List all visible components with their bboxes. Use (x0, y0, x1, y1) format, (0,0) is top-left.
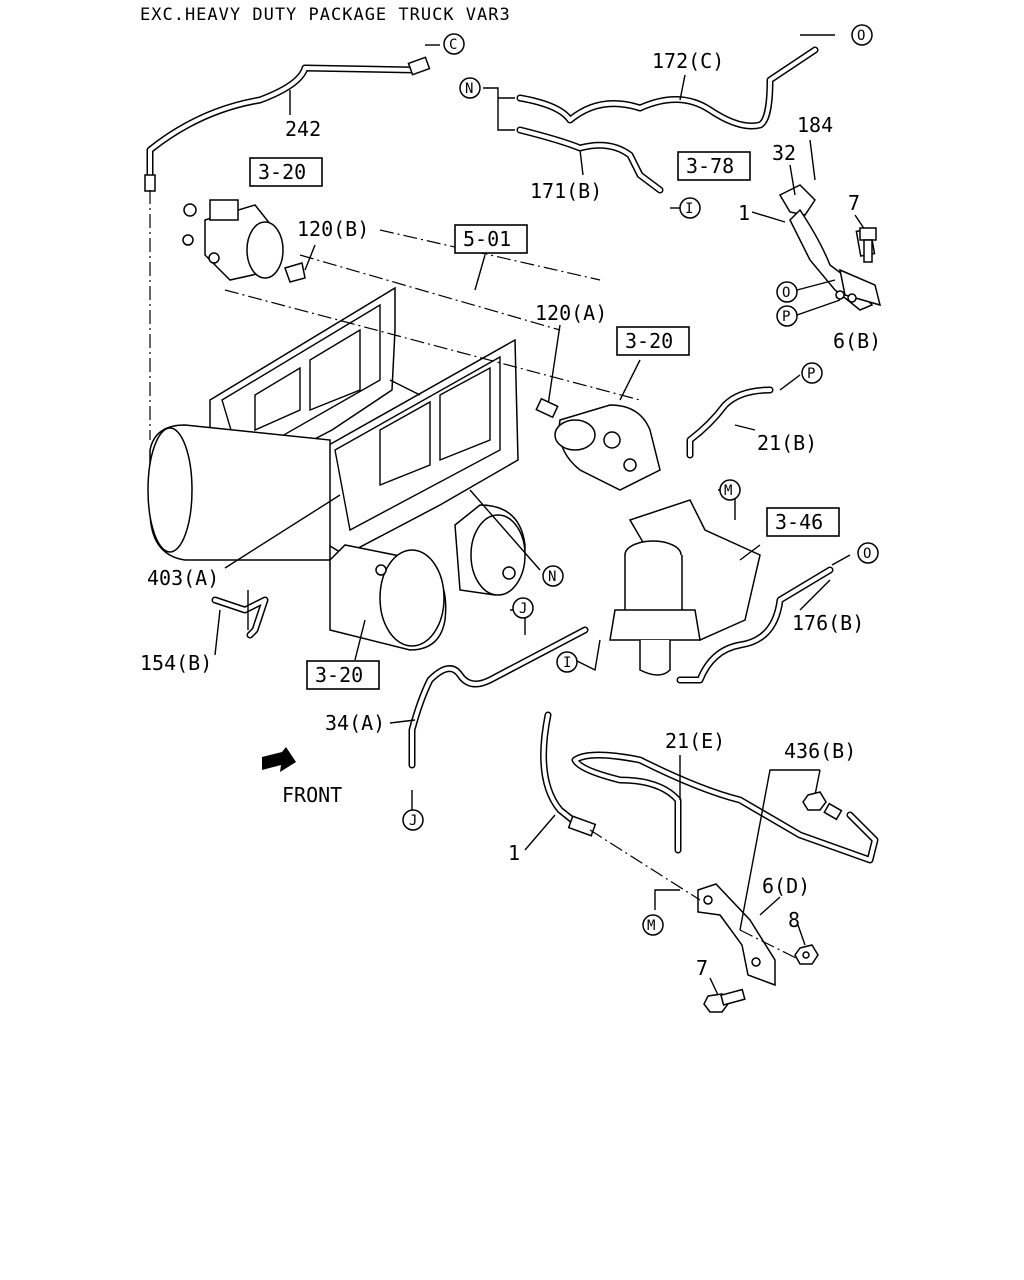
connector-p-mid: P (801, 362, 823, 384)
air-tank-center (329, 544, 447, 651)
air-tank-front (454, 504, 526, 596)
tube-21e (571, 751, 879, 864)
connector-c: C (443, 33, 465, 55)
callout-7-bottom: 7 (696, 956, 708, 980)
svg-text:O: O (782, 285, 790, 301)
connector-i-mid: I (556, 651, 578, 673)
svg-text:O: O (863, 546, 871, 562)
callout-120b: 120(B) (297, 217, 369, 241)
tube-176b (676, 566, 834, 684)
callout-21e: 21(E) (665, 729, 725, 753)
ref-box-5-01: 5-01 (454, 224, 528, 254)
callout-1-bottom: 1 (508, 841, 520, 865)
front-arrow-icon (262, 747, 296, 772)
callout-6b: 6(B) (833, 329, 881, 353)
air-tank-rear (147, 424, 331, 561)
valve-assembly-mid (554, 404, 661, 491)
svg-text:3-46: 3-46 (775, 510, 823, 534)
svg-text:3-20: 3-20 (315, 663, 363, 687)
callout-154b: 154(B) (140, 651, 212, 675)
ref-box-3-78: 3-78 (677, 151, 751, 181)
tube-171b (516, 126, 664, 194)
callout-171b: 171(B) (530, 179, 602, 203)
diagram-title: EXC.HEAVY DUTY PACKAGE TRUCK VAR3 (140, 5, 511, 25)
svg-text:M: M (724, 483, 732, 499)
callout-8: 8 (788, 908, 800, 932)
connector-p-top: P (776, 305, 798, 327)
svg-text:J: J (409, 813, 417, 829)
tube-21b (686, 386, 774, 459)
callout-242: 242 (285, 117, 321, 141)
tube-154b (211, 596, 269, 639)
nut-8 (794, 944, 819, 965)
callout-32: 32 (772, 141, 796, 165)
connector-m-bottom: M (642, 914, 664, 936)
svg-text:I: I (563, 655, 571, 671)
fitting-120a (535, 397, 559, 419)
connector-j-bottom: J (402, 809, 424, 831)
callout-403a: 403(A) (147, 566, 219, 590)
ref-box-3-20-top: 3-20 (249, 157, 323, 187)
bracket-6d (697, 883, 776, 987)
hose-1-bottom (540, 711, 597, 837)
ref-box-3-20-bottom: 3-20 (306, 660, 380, 690)
svg-text:5-01: 5-01 (463, 227, 511, 251)
connector-o-top: O (851, 24, 873, 46)
svg-text:N: N (548, 569, 556, 585)
svg-text:M: M (647, 918, 655, 934)
svg-text:3-20: 3-20 (625, 329, 673, 353)
svg-text:J: J (519, 601, 527, 617)
callout-120a: 120(A) (535, 301, 607, 325)
callout-176b: 176(B) (792, 611, 864, 635)
callout-34a: 34(A) (325, 711, 385, 735)
solenoid-valve-top (182, 199, 284, 281)
connector-n-top: N (459, 77, 481, 99)
ref-box-3-46: 3-46 (766, 507, 840, 537)
connector-n-mid: N (542, 565, 564, 587)
svg-text:O: O (857, 28, 865, 44)
svg-text:N: N (465, 81, 473, 97)
tube-242 (144, 56, 431, 192)
svg-text:3-20: 3-20 (258, 160, 306, 184)
ref-box-3-20-mid: 3-20 (616, 326, 690, 356)
front-label: FRONT (282, 783, 342, 807)
air-dryer (609, 499, 761, 676)
connector-i-top: I (679, 197, 701, 219)
svg-text:P: P (807, 366, 815, 382)
tube-34a (408, 626, 589, 769)
connector-j-mid: J (512, 597, 534, 619)
callout-436b: 436(B) (784, 739, 856, 763)
callout-184: 184 (797, 113, 833, 137)
nut-436b (802, 791, 843, 821)
tube-172c (516, 46, 819, 130)
reference-lines (149, 190, 801, 961)
svg-text:I: I (685, 201, 693, 217)
callout-172c: 172(C) (652, 49, 724, 73)
callout-6d: 6(D) (762, 874, 810, 898)
fitting-120b (284, 262, 306, 283)
callout-1-top: 1 (738, 201, 750, 225)
callout-labels: 242 172(C) 184 32 171(B) 1 7 120(B) 120(… (140, 49, 881, 980)
svg-text:P: P (782, 309, 790, 325)
bolt-7-bottom (703, 988, 746, 1013)
connector-m-mid: M (719, 479, 741, 501)
callout-7-top: 7 (848, 191, 860, 215)
bolt-7-top (859, 227, 877, 263)
connector-o-mid: O (776, 281, 798, 303)
svg-text:3-78: 3-78 (686, 154, 734, 178)
svg-text:C: C (449, 37, 457, 53)
callout-21b: 21(B) (757, 431, 817, 455)
connector-o-right: O (857, 542, 879, 564)
